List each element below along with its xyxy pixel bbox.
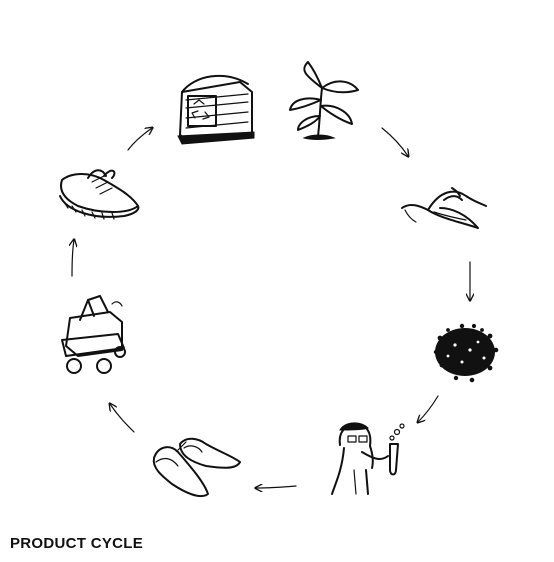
banana-peel-icon [401, 187, 487, 229]
arrow-shoes-to-machine [110, 404, 135, 433]
scientist-icon [331, 422, 405, 495]
arrow-compost-to-plant [127, 128, 152, 151]
arrow-scientist-to-shoes [256, 486, 297, 488]
machine-cart-icon [61, 295, 126, 374]
arrow-machine-to-sneaker [72, 240, 74, 277]
pellets-icon [433, 323, 499, 383]
slip-on-shoes-icon [152, 437, 241, 498]
sneaker-icon [59, 169, 140, 220]
cycle-arrows [72, 128, 470, 488]
banana-plant-icon [289, 61, 359, 140]
diagram-title: PRODUCT CYCLE [10, 535, 144, 552]
arrow-plant-to-peel [381, 127, 408, 156]
arrow-pellets-to-scientist [418, 395, 439, 422]
compost-bin-icon [177, 74, 255, 145]
